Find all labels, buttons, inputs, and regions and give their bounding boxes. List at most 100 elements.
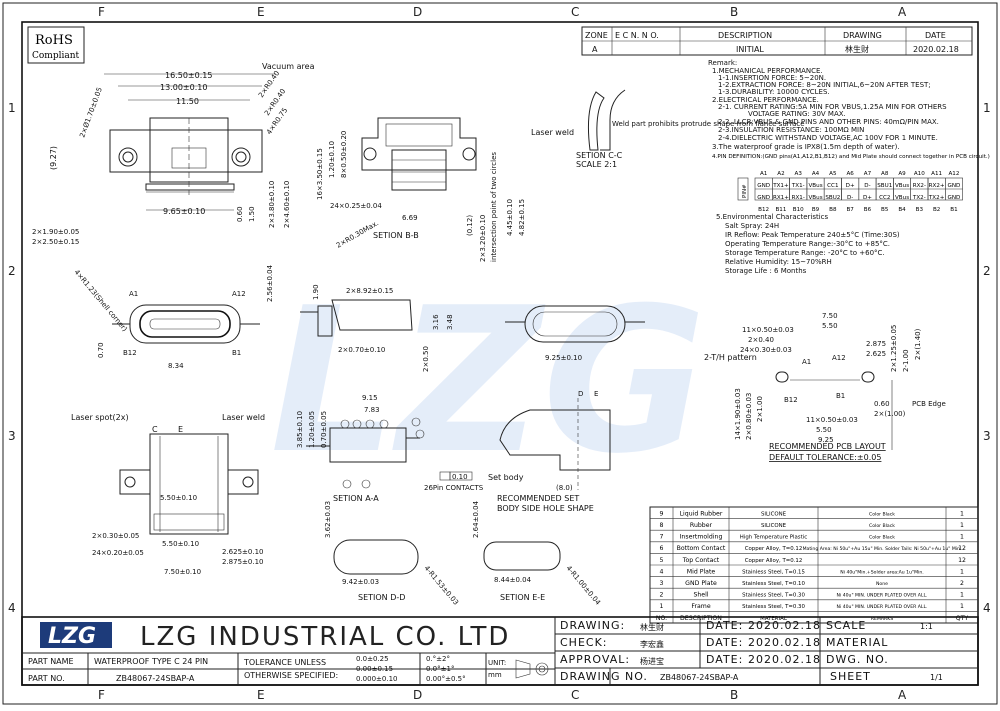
pin-cell: A5 (829, 171, 837, 177)
pin-cell: RX2+ (929, 183, 945, 189)
part-no-value: ZB48067-24SBAP-A (116, 674, 195, 683)
bom-cell: Color Black (869, 511, 895, 517)
pin-cell: B7 (846, 207, 854, 213)
laser-weld-label-2: Laser weld (222, 413, 265, 422)
pin-cell: A6 (846, 171, 854, 177)
part-name-label: PART NAME (28, 657, 74, 666)
dim-bb-h: 2×3.20±0.10 (479, 215, 487, 262)
dim-bb-e: 6.69 (402, 214, 418, 222)
pin-cell: A8 (881, 171, 889, 177)
bom-cell: 8 (660, 522, 664, 529)
dim-bot-c: 2×0.30±0.05 (92, 532, 139, 540)
bom-cell: Copper Alloy, T=0.12 (745, 546, 803, 552)
rohs-subtitle: Compliant (32, 51, 80, 61)
rev-header-ecn: E C N. N O. (615, 31, 659, 40)
bom-cell: Frame (691, 603, 710, 610)
zone-left-2: 2 (8, 264, 16, 278)
pin-cell: B3 (916, 207, 924, 213)
dim-aa-c: 3.85±0.10 (296, 411, 304, 448)
dim-pcb-o: 14×1.90±0.03 (734, 388, 742, 440)
dim-0-60: 0.60 (236, 206, 244, 222)
bom-cell: 5 (660, 557, 664, 564)
bom-cell: Stainless Steel, T=0.30 (742, 593, 805, 599)
environment-block: 5.Environmental Characteristics Salt Spr… (716, 213, 900, 275)
bom-cell: Ni 40u" MIN. UNDER PLATED OVER ALL. (837, 593, 928, 599)
dim-pcb-k: 0.60 (874, 400, 890, 408)
remark-8: 2-2. LLCR:VBUS & GND PINS AND OTHER PINS… (718, 118, 939, 126)
pin-cell: B12 (758, 207, 769, 213)
rev-drawer: 林生财 (845, 44, 869, 54)
zone-left-3: 3 (8, 429, 16, 443)
bom-cell: Shell (693, 592, 708, 599)
pin-cell: B6 (864, 207, 872, 213)
bom-cell: Stainless Steel, T=0.15 (742, 569, 805, 575)
sheet-label: SHEET (830, 670, 871, 683)
remark-10: 2-4.DIELECTRIC WITHSTAND VOLTAGE,AC 100V… (718, 134, 938, 142)
dim-ee-b: 8.44±0.04 (494, 576, 532, 584)
pin-cell: D- (847, 195, 853, 201)
dim-4-60: 2×4.60±0.10 (283, 181, 291, 228)
zone-bottom-d: D (413, 688, 422, 702)
bom-cell: SILICONE (761, 511, 787, 517)
top-view-bottom: Laser spot(2x) Laser weld C E 5.50±0.10 … (71, 413, 265, 576)
dim-mid-a: 2×8.92±0.15 (346, 287, 393, 295)
bom-cell: Color Black (869, 523, 895, 529)
section-aa-view: 9.15 7.83 3.85±0.10 1.20±0.05 0.70±0.05 … (296, 394, 484, 503)
date-label-2: DATE: (706, 636, 743, 649)
pin-cell: A2 (777, 171, 784, 177)
lzg-logo (40, 622, 112, 648)
bom-cell: Color Black (869, 535, 895, 541)
pin-cell: B1 (950, 207, 958, 213)
dim-mid-d: 3.48 (446, 314, 454, 330)
pin-cell: VBus (808, 195, 822, 201)
bom-cell: Stainless Steel, T=0.10 (742, 581, 805, 587)
pcb-layout-view: 7.50 5.50 11×0.50±0.03 2×0.40 24×0.30±0.… (704, 312, 946, 462)
bom-cell: None (876, 581, 888, 587)
dim-0-70: 0.70 (97, 342, 105, 358)
part-name-value: WATERPROOF TYPE C 24 PIN (94, 657, 208, 666)
bom-cell: Mating Area: Ni 50u"+Au 15u" Min. Solder… (803, 546, 962, 552)
pin-cell: VBus (895, 183, 909, 189)
env-6: Storage Life : 6 Months (725, 267, 807, 275)
intersection-label: intersection point of two circles (490, 152, 498, 262)
pin-cell: A1 (760, 171, 768, 177)
front-view-top: 16.50±0.15 13.00±0.10 11.50 9.65±0.10 Va… (32, 62, 315, 246)
pin-cell: A11 (931, 171, 942, 177)
revision-table: ZONE E C N. N O. DESCRIPTION DRAWING DAT… (581, 26, 973, 56)
logo-text: LZG (48, 624, 96, 649)
bom-cell: 1 (960, 603, 964, 610)
bom-cell: REMARKS (871, 616, 893, 622)
section-dd-label: SETION D-D (358, 593, 405, 602)
rev-description: INITIAL (736, 45, 764, 54)
company-name: LZG INDUSTRIAL CO. LTD (140, 622, 510, 652)
pin-a12: A12 (232, 290, 246, 298)
bom-cell: 4 (660, 568, 664, 575)
bom-cell: Copper Alloy, T=0.12 (745, 558, 803, 564)
laser-spot-label: Laser spot(2x) (71, 413, 129, 422)
approval-name: 杨进宝 (640, 656, 664, 666)
body-side-hole-label: BODY SIDE HOLE SHAPE (497, 504, 594, 513)
pin-cell: TX1+ (772, 183, 789, 189)
scale-value: 1:1 (920, 622, 933, 631)
pin-cell: SBU1 (877, 183, 892, 189)
unit-label: UNIT: (488, 659, 506, 667)
env-4: Storage Temperature Range: -20°C to +60°… (725, 249, 885, 257)
dim-3-80: 2×3.80±0.10 (268, 181, 276, 228)
pin-side-label: PIN# (742, 184, 748, 198)
zone-bottom-f: F (98, 688, 105, 702)
default-tolerance: DEFAULT TOLERANCE:±0.05 (769, 453, 881, 462)
pin-cell: D- (864, 183, 870, 189)
bom-cell: QTY (956, 615, 969, 622)
rev-zone: A (592, 45, 598, 54)
section-bb-view: 16×3.50±0.15 1.20±0.10 8×0.50±0.20 24×0.… (316, 117, 526, 262)
material-label: MATERIAL (826, 636, 888, 649)
dim-bb-c: 8×0.50±0.20 (340, 131, 348, 178)
bom-cell: 1 (960, 592, 964, 599)
pin-cell: GND (948, 195, 961, 201)
set-body-view: D E Set body (8.0) RECOMMENDED SET BODY … (488, 390, 611, 513)
dim-bb-a: 16×3.50±0.15 (316, 148, 324, 200)
